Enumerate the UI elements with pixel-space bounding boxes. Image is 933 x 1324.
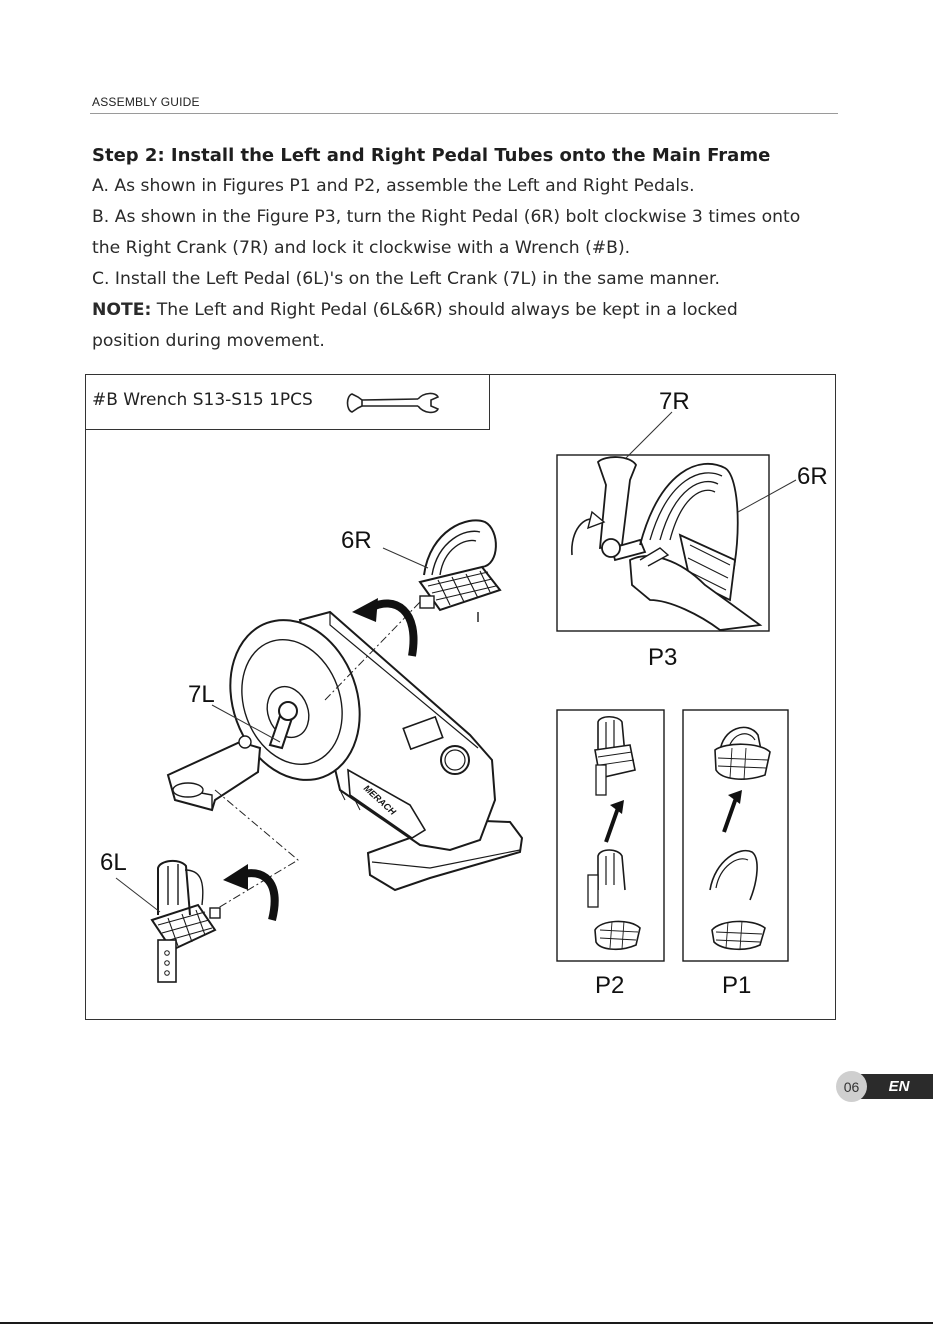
note-label: NOTE: <box>92 300 152 320</box>
figure-label-p2: P2 <box>595 972 625 999</box>
figure-p2 <box>556 709 665 962</box>
tool-callout-box <box>85 374 490 430</box>
label-6r-p3: 6R <box>797 463 828 490</box>
instruction-line-a: A. As shown in Figures P1 and P2, assemb… <box>92 176 695 196</box>
page-header: ASSEMBLY GUIDE <box>92 95 200 109</box>
instruction-line-b-cont: the Right Crank (7R) and lock it clockwi… <box>92 238 631 258</box>
rotation-arrow-6l <box>223 864 279 921</box>
step-title: Step 2: Install the Left and Right Pedal… <box>92 145 771 166</box>
figure-label-p1: P1 <box>722 972 752 999</box>
note-text: The Left and Right Pedal (6L&6R) should … <box>151 300 738 320</box>
label-6l: 6L <box>100 849 127 876</box>
header-divider <box>90 113 838 114</box>
instruction-line-c: C. Install the Left Pedal (6L)'s on the … <box>92 269 720 289</box>
label-6r-main: 6R <box>341 527 372 554</box>
label-7r: 7R <box>659 388 690 415</box>
page-number: 06 <box>836 1071 867 1102</box>
bottom-divider <box>0 1322 933 1324</box>
instruction-line-b: B. As shown in the Figure P3, turn the R… <box>92 207 801 227</box>
figure-frame <box>85 374 836 1020</box>
note-line: NOTE: The Left and Right Pedal (6L&6R) s… <box>92 295 882 326</box>
left-pedal-6l <box>150 860 221 983</box>
right-pedal-6r <box>418 519 502 622</box>
tool-label: #B Wrench S13-S15 1PCS <box>92 390 313 410</box>
figure-p1 <box>682 709 789 962</box>
note-line-cont: position during movement. <box>92 331 325 351</box>
alignment-lines <box>214 601 421 909</box>
figure-label-p3: P3 <box>648 644 678 671</box>
wrench-icon <box>346 392 440 414</box>
figure-p3 <box>556 411 797 632</box>
label-7l: 7L <box>188 681 215 708</box>
elliptical-machine <box>166 610 524 892</box>
rotation-arrow-6r <box>352 598 418 657</box>
instructions: Step 2: Install the Left and Right Pedal… <box>92 141 882 357</box>
